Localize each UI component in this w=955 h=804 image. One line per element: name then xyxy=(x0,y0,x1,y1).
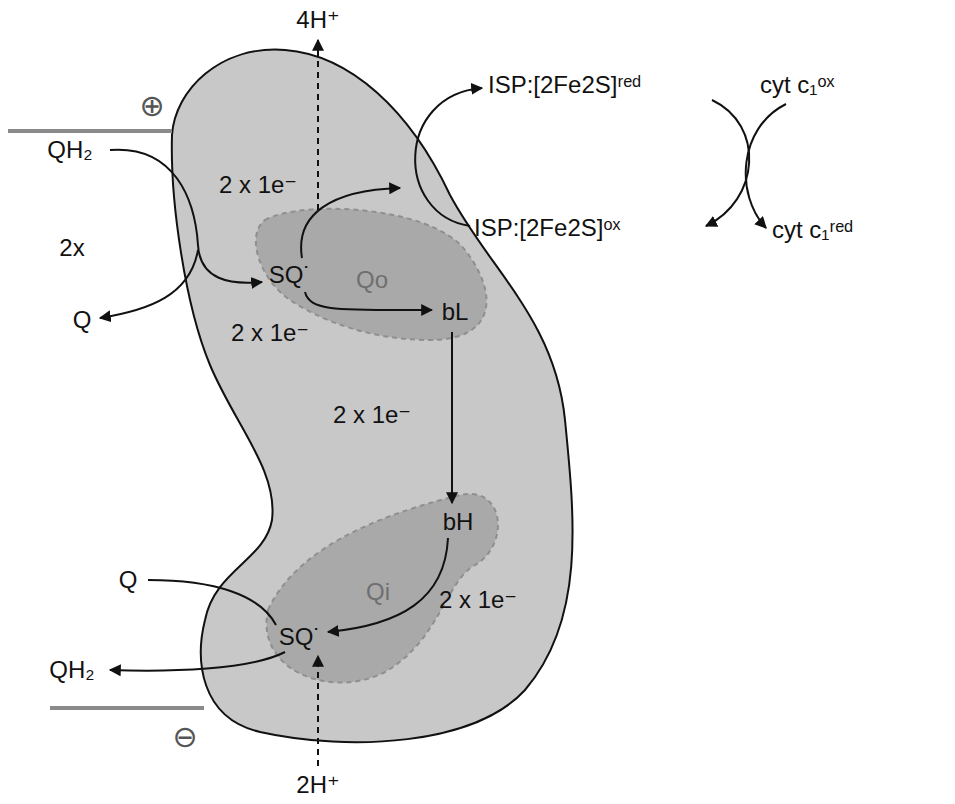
heme-label: bH xyxy=(443,508,474,536)
electron-arrow xyxy=(451,332,453,503)
cluster-label: ISP:[2Fe2S]ᵒˣ xyxy=(474,214,620,242)
proton-label: 4H⁺ xyxy=(296,6,339,34)
site-name: Qo xyxy=(356,266,388,294)
redox-arc xyxy=(746,104,786,228)
electron-arrow xyxy=(328,538,448,632)
proton-arrow xyxy=(317,656,319,766)
product-arrow xyxy=(100,250,198,318)
complex-outline: 2 x 1e⁻2 x 1e⁻2 x 1e⁻2 x 1e⁻SQ˙QobLbHQiS… xyxy=(160,35,585,760)
electron-label: 2 x 1e⁻ xyxy=(231,319,309,347)
qi-site-path xyxy=(267,494,498,683)
site-name: Qi xyxy=(366,578,390,606)
electron-label: 2 x 1e⁻ xyxy=(219,171,297,199)
cytochrome-label: cyt c₁ʳᵉᵈ xyxy=(772,216,853,244)
cytochrome-label: cyt c₁ᵒˣ xyxy=(760,71,834,99)
product-arrow xyxy=(110,652,285,671)
electron-arrow xyxy=(301,188,400,258)
substrate-arrow xyxy=(110,150,262,283)
qo-site-path xyxy=(256,209,487,340)
membrane-line xyxy=(50,706,204,710)
proton-arrow xyxy=(317,40,319,210)
cluster-label: ISP:[2Fe2S]ʳᵉᵈ xyxy=(488,71,641,99)
quinol-label: QH₂ xyxy=(47,136,92,164)
quinone-label: Q xyxy=(119,566,138,594)
heme-label: bL xyxy=(442,298,469,326)
electron-label: 2 x 1e⁻ xyxy=(333,401,411,429)
quinone-label: Q xyxy=(73,306,92,334)
membrane-sign: ⊖ xyxy=(172,720,197,755)
semiquinone-label: SQ˙ xyxy=(269,261,312,289)
membrane-line xyxy=(8,129,172,133)
stoichiometry-label: 2x xyxy=(59,234,84,262)
electron-arrow xyxy=(305,292,432,310)
redox-arc xyxy=(706,100,749,226)
proton-label: 2H⁺ xyxy=(296,771,339,799)
membrane-sign: ⊕ xyxy=(139,89,164,124)
redox-arc xyxy=(415,88,482,226)
electron-label: 2 x 1e⁻ xyxy=(439,586,517,614)
substrate-line xyxy=(148,580,276,625)
semiquinone-label: SQ˙ xyxy=(279,623,322,651)
quinol-label: QH₂ xyxy=(49,656,94,684)
complex-outline-path xyxy=(172,50,573,743)
